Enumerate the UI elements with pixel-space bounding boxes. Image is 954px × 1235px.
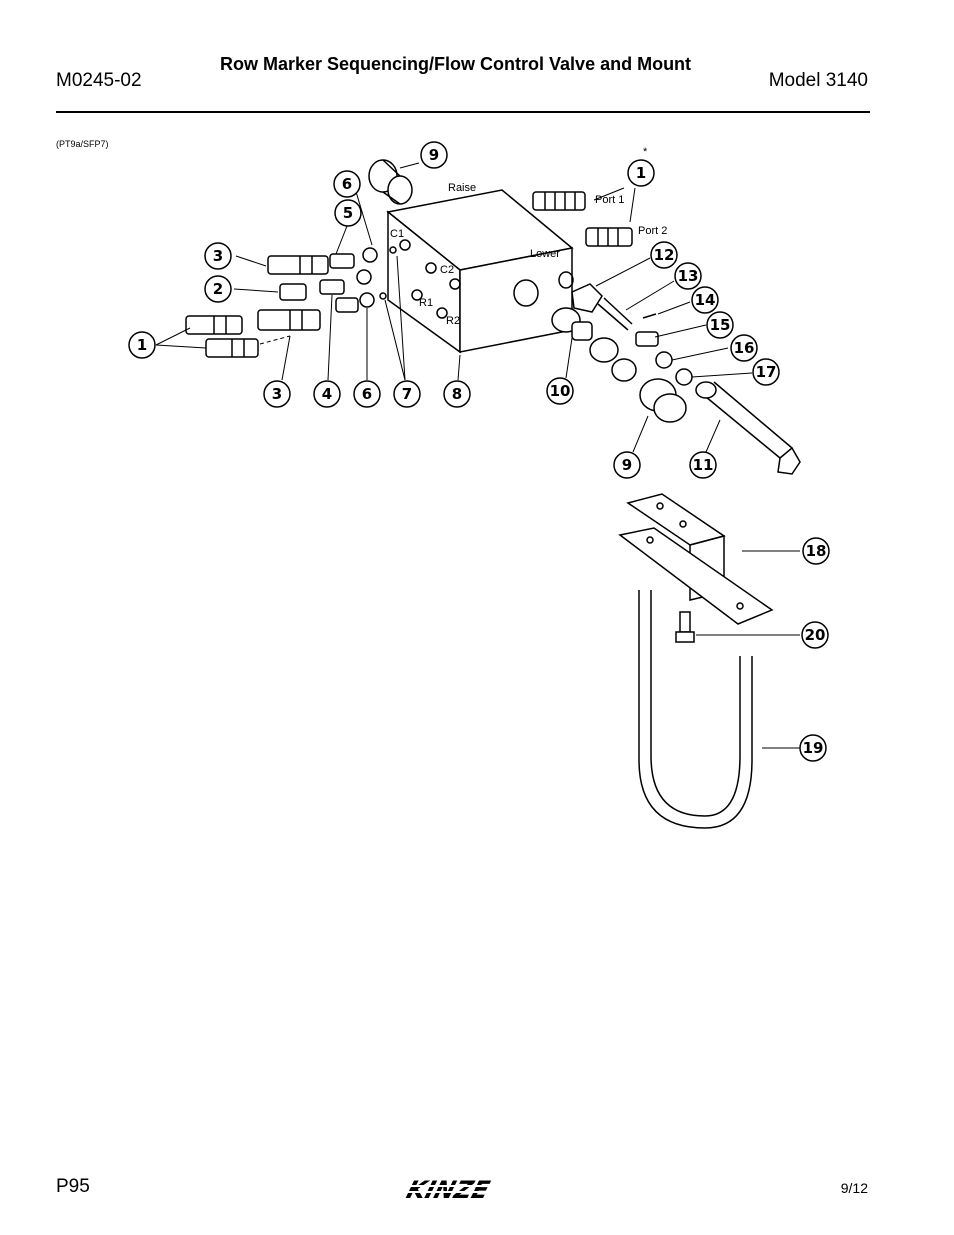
callout-number: 6 (342, 175, 352, 193)
callout-circle (393, 380, 421, 408)
callout-circle (420, 141, 448, 169)
port-fittings (532, 191, 633, 247)
valve-labels: Raise Lower Port 1 Port 2 C1 C2 R1 R2 * (390, 146, 667, 327)
svg-text:KINZE: KINZE (403, 1175, 493, 1203)
model-label: Model 3140 (768, 70, 868, 91)
callout-number: 20 (805, 626, 826, 644)
callout-number: 2 (213, 280, 223, 298)
callout-circle (689, 451, 717, 479)
callout-number: 5 (343, 204, 353, 222)
callout-circle (730, 334, 758, 362)
callout-number: 12 (654, 246, 675, 264)
callout-circle (128, 331, 156, 359)
callout-number: 15 (710, 316, 731, 334)
raise-label: Raise (448, 182, 476, 194)
callout-circle (613, 451, 641, 479)
page-title: Row Marker Sequencing/Flow Control Valve… (220, 54, 692, 74)
callout-number: 11 (693, 456, 714, 474)
lower-label: Lower (530, 248, 560, 260)
callout-number: 4 (322, 385, 332, 403)
header-divider (56, 111, 870, 113)
callout-circle (627, 159, 655, 187)
port2-label: Port 2 (638, 225, 667, 237)
callout-circle (313, 380, 341, 408)
callout-number: 3 (272, 385, 282, 403)
callout-circle (799, 734, 827, 762)
callout-circle (353, 380, 381, 408)
bolt (695, 381, 801, 475)
callout-circle (333, 170, 361, 198)
callout-circle (674, 262, 702, 290)
left-fittings (185, 255, 329, 358)
doc-number: M0245-02 (56, 70, 142, 91)
plug-top (368, 159, 413, 205)
figure-reference: (PT9a/SFP7) (56, 139, 109, 149)
callout-number: 7 (402, 385, 412, 403)
callout-circle (691, 286, 719, 314)
callout-number: 3 (213, 247, 223, 265)
callout-number: 14 (695, 291, 716, 309)
c1-label: C1 (390, 228, 404, 240)
springs (319, 246, 397, 313)
flow-control-parts (551, 283, 693, 386)
callout-circle (263, 380, 291, 408)
u-bolt (638, 590, 753, 829)
mount-bolt (675, 611, 695, 643)
callout-circle (706, 311, 734, 339)
revision-date: 9/12 (840, 1180, 868, 1196)
callout-number: 1 (636, 164, 646, 182)
callout-number: 18 (806, 542, 827, 560)
r2-label: R2 (446, 315, 460, 327)
callout-number: 6 (362, 385, 372, 403)
callout-number: 13 (678, 267, 699, 285)
callout-number: 9 (622, 456, 632, 474)
callout-number: 8 (452, 385, 462, 403)
callout-circle (204, 275, 232, 303)
callout-circle (204, 242, 232, 270)
page-number: P95 (56, 1176, 90, 1197)
callout-circle (546, 377, 574, 405)
port1-label: Port 1 (595, 194, 624, 206)
callout-number: 16 (734, 339, 755, 357)
c2-label: C2 (440, 264, 454, 276)
callout-circle (650, 241, 678, 269)
asterisk-note: * (643, 146, 648, 158)
callout-number: 9 (429, 146, 439, 164)
plug-lower (639, 378, 687, 423)
callout-number: 10 (550, 382, 571, 400)
callout-circle (443, 380, 471, 408)
callout-circle (334, 199, 362, 227)
kinze-logo: KINZE (403, 1175, 514, 1204)
callout-circle (752, 358, 780, 386)
mount-bracket (618, 493, 774, 625)
callout-number: 19 (803, 739, 824, 757)
valve-body (386, 189, 574, 354)
callout-number: 1 (137, 336, 147, 354)
callout-circle (801, 621, 829, 649)
callout-number: 17 (756, 363, 777, 381)
callout-circle (802, 537, 830, 565)
r1-label: R1 (419, 297, 433, 309)
